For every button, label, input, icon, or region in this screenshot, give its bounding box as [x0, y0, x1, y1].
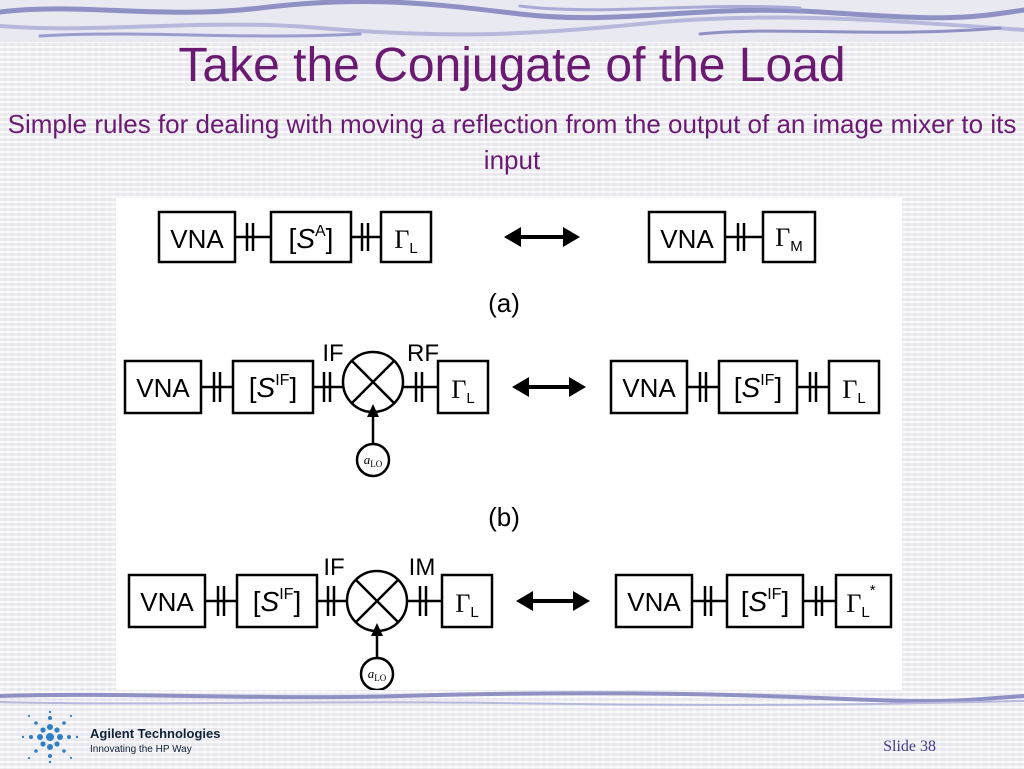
vna-label: VNA — [140, 587, 194, 617]
double-arrow-icon — [516, 591, 590, 611]
vna-label: VNA — [660, 224, 714, 254]
s-param-label: [SIF] — [253, 586, 301, 617]
slide-number: Slide 38 — [883, 738, 936, 755]
s-param-label: [SIF] — [734, 372, 782, 403]
load-box — [379, 210, 433, 264]
caption-a: (a) — [488, 288, 520, 318]
load-box — [834, 573, 893, 629]
company-logo — [14, 710, 226, 764]
gamma-l-label: ΓL — [455, 589, 478, 621]
load-box — [436, 359, 490, 415]
port-rf-label: RF — [407, 340, 439, 367]
lo-arrowhead — [371, 623, 383, 636]
lo-source-label: aLO — [368, 666, 387, 683]
lo-source — [359, 656, 395, 690]
vna-label: VNA — [136, 373, 190, 403]
slide-subtitle: Simple rules for dealing with moving a r… — [7, 109, 1017, 175]
gamma-l-label: ΓL — [451, 375, 474, 407]
port-if-label: IF — [322, 340, 343, 367]
lo-arrowhead — [367, 404, 379, 417]
caption-b: (b) — [488, 502, 520, 532]
vna-label: VNA — [622, 373, 676, 403]
double-arrow-icon — [504, 227, 580, 247]
load-box — [827, 359, 881, 415]
slide-title: Take the Conjugate of the Load — [178, 39, 846, 92]
company-name: Agilent Technologies — [90, 726, 221, 741]
s-param-label: [SIF] — [741, 586, 789, 617]
gamma-l-label: ΓL — [394, 225, 417, 257]
vna-label: VNA — [170, 224, 224, 254]
lo-source — [355, 442, 391, 478]
port-im-label: IM — [409, 554, 436, 581]
gamma-m-label: ΓM — [775, 223, 803, 255]
mixer-diagram: VNA [SA] ΓL VNA ΓM (a) IF RF VNA [SIF] Γ… — [123, 210, 893, 690]
bottom-wave-rule — [0, 691, 1024, 707]
wave-banner — [0, 0, 1024, 42]
diagram-figure: VNA [SA] ΓL VNA ΓM (a) IF RF VNA [SIF] Γ… — [116, 198, 902, 690]
port-if-label: IF — [323, 554, 344, 581]
s-param-label: [SA] — [289, 223, 334, 254]
s-param-label: [SIF] — [249, 372, 297, 403]
load-box — [440, 573, 494, 629]
agilent-spark-icon — [21, 710, 79, 764]
double-arrow-icon — [512, 377, 586, 397]
vna-label: VNA — [627, 587, 681, 617]
gamma-l-label: ΓL — [842, 375, 865, 407]
lo-source-label: aLO — [364, 452, 383, 469]
load-box — [761, 210, 817, 264]
company-tagline: Innovating the HP Way — [90, 744, 192, 755]
gamma-l-conj-label: ΓL* — [846, 582, 875, 621]
